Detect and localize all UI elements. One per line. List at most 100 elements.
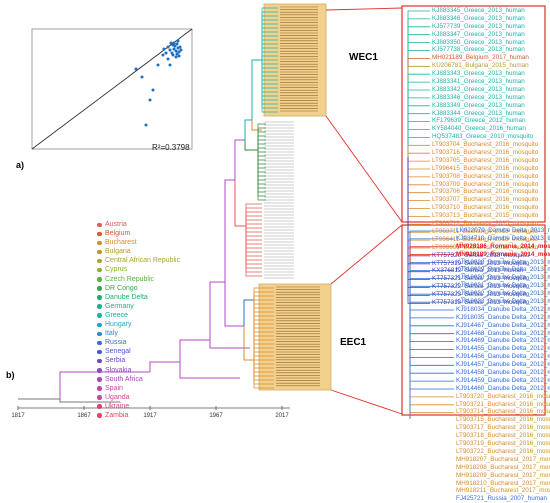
scatter-point (177, 54, 181, 58)
scatter-point (134, 67, 138, 71)
legend-swatch (97, 322, 102, 328)
tree-branch (261, 60, 278, 113)
taxon-label: KJ918034_Danube Delta_2012_mosquito (456, 305, 550, 313)
tree-branch (253, 330, 274, 389)
taxon-label: LT903711_Bucharest_2015_mosquito (432, 227, 538, 235)
scatter-point (169, 41, 173, 45)
scatter-point (176, 39, 180, 43)
scatter-point (166, 45, 170, 49)
legend-label: Hungary (105, 321, 132, 329)
time-axis-tick-label: 2017 (275, 413, 289, 419)
tree-branch (245, 226, 262, 277)
legend-swatch (97, 222, 102, 227)
taxon-label: KJ883347_Greece_2013_human (432, 30, 525, 38)
legend-swatch (97, 404, 102, 409)
scatter-point (168, 63, 172, 67)
scatter-point (173, 44, 177, 48)
taxon-label: LK022079_Danube Delta_2013_mosquito (456, 227, 550, 234)
taxon-label: KJ883344_Greece_2013_human (432, 109, 525, 117)
wec1-connector-bottom (325, 115, 403, 223)
legend-swatch (97, 340, 102, 346)
tree-branch (245, 226, 262, 233)
eec1-zoom-frame (401, 224, 546, 416)
scatter-point (148, 98, 152, 102)
legend-item: Germany (97, 302, 177, 311)
scatter-point (144, 123, 148, 127)
tree-branch (245, 203, 262, 226)
tree-branch (245, 215, 262, 226)
legend-label: Austria (105, 221, 127, 228)
scatter-point (156, 63, 160, 67)
tree-branch (257, 139, 266, 150)
tree-branch (257, 147, 266, 150)
taxon-label: LT903718_Bucharest_2016_mosquito (456, 432, 550, 440)
wec1-connector-top (325, 7, 403, 11)
eec1-connector-top (330, 224, 403, 285)
taxon-label: LT903720_Bucharest_2016_mosquito (456, 392, 550, 400)
taxon-label: KJ934710_Danube Delta_2013_tick (456, 234, 550, 242)
legend-item: Serbia (97, 356, 177, 365)
taxon-label: KT757323_Serbia_2013_mosquito (432, 291, 530, 299)
taxon-label: FJ425721_Russia_2007_human (456, 495, 548, 503)
tree-branch (257, 150, 266, 169)
eec1-branches (253, 287, 274, 389)
scatter-point (164, 51, 168, 55)
taxon-label: KJ883350_Greece_2013_human (432, 38, 525, 46)
mid-tip-lines (264, 121, 294, 279)
taxon-label: KT757320_Serbia_2013_mosquito (432, 251, 530, 259)
scatter-point (140, 75, 144, 79)
taxon-label: LT903705_Bucharest_2016_mosquito (432, 156, 539, 164)
scatter-point (177, 50, 181, 54)
taxon-label: KJ918029_Danube Delta_2013_mosquito (456, 266, 550, 274)
taxon-label: MH918209_Bucharest_2017_mosquito (456, 471, 550, 479)
wec1-tip-lines (280, 6, 318, 112)
scatter-point (179, 48, 183, 52)
taxon-label: LT903704_Bucharest_2016_mosquito (432, 141, 539, 149)
taxon-label: KJ883345_Greece_2013_human (432, 7, 525, 14)
legend-label: Danube Delta (105, 293, 148, 301)
legend-swatch (97, 286, 102, 291)
legend-swatch (97, 377, 102, 382)
wec1-zoom-tree (407, 10, 430, 304)
tree-branch (257, 150, 266, 153)
legend-label: Bulgaria (105, 248, 131, 256)
taxon-label: KJ914455_Danube Delta_2012_mosquito (456, 345, 550, 353)
eec1-label: EEC1 (340, 337, 367, 348)
taxon-label: KT757318_Serbia_2013_mosquito (432, 298, 530, 306)
taxon-label: KJ918028_Danube Delta_2013_mosquito (456, 258, 550, 266)
taxon-label: HQ537483_Greece_2010_mosquito (432, 133, 534, 141)
taxon-label: MN928189_Romania_2014_mosquito (456, 250, 550, 258)
legend-label: Bucharest (105, 239, 137, 247)
taxon-label: KJ577739_Greece_2013_human (432, 22, 525, 30)
panel-a-label: a) (16, 160, 25, 170)
legend-swatch (97, 249, 102, 255)
taxon-label: LT903707_Bucharest_2016_mosquito (432, 196, 539, 204)
scatter-point (174, 49, 178, 53)
wec1-branches (261, 7, 278, 113)
legend-label: Ukraine (105, 402, 130, 410)
legend-swatch (97, 368, 102, 373)
taxon-label: KT757319_Serbia_2013_mosquito (432, 259, 530, 267)
tree-branch (253, 327, 274, 330)
taxon-label: KY584040_Greece_2016_human (432, 125, 526, 133)
taxon-label: KJ918032_Danube Delta_2013_mosquito (456, 290, 550, 298)
legend-label: Germany (105, 302, 134, 310)
zoom-tree-branch (407, 157, 430, 304)
legend-swatch (97, 231, 102, 237)
eec1-connector-bottom (330, 389, 403, 415)
taxon-label: LT903706_Bucharest_2016_mosquito (432, 188, 539, 196)
legend-item: Ukraine (97, 402, 177, 411)
taxon-label: LT903708_Bucharest_2016_mosquito (432, 172, 539, 180)
scatter-point (171, 53, 175, 57)
legend-label: Slovakia (105, 366, 132, 374)
taxon-label: LT903714_Bucharest_2016_mosquito (456, 408, 550, 416)
taxon-label: KJ914458_Danube Delta_2012_mosquito (456, 369, 550, 377)
taxon-label: MH918211_Bucharest_2017_mosquito (456, 487, 550, 495)
taxon-label: KJ883341_Greece_2013_human (432, 78, 525, 86)
time-axis-tick-label: 1917 (143, 413, 157, 419)
legend-swatch (97, 413, 102, 418)
tree-branch (245, 219, 262, 226)
